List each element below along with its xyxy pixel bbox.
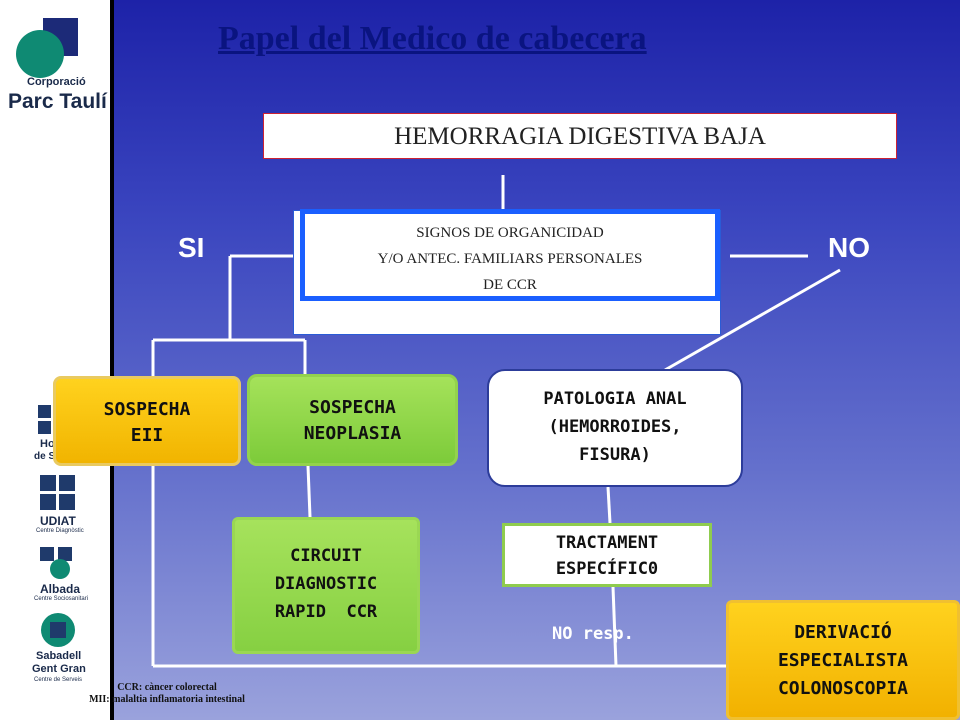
label-no-resp: NO resp. xyxy=(552,624,634,644)
parc-tauli-logo-icon xyxy=(16,18,78,78)
node-derivacio-especialista: DERIVACIÓ ESPECIALISTA COLONOSCOPIA xyxy=(726,600,960,720)
branch-label-no: NO xyxy=(828,232,870,263)
side-logo-albada: Albada xyxy=(40,582,81,596)
side-logo-albada-sub: Centre Sociosanitari xyxy=(34,596,89,602)
connector-neoplasia-to-circuit xyxy=(306,465,312,518)
neoplasia-line-1: SOSPECHA xyxy=(309,397,396,418)
circuit-line-2: DIAGNOSTIC xyxy=(274,574,378,594)
tractament-line-2: ESPECÍFIC0 xyxy=(555,559,659,579)
eii-line-2: EII xyxy=(130,425,164,446)
node-patologia-anal: PATOLOGIA ANAL (HEMORROIDES, FISURA) xyxy=(487,369,743,487)
connector-tractament-to-derivacio xyxy=(611,586,618,667)
side-logo-gent-gran: Gent Gran xyxy=(32,663,86,675)
circuit-line-1: CIRCUIT xyxy=(290,546,362,566)
node-sospecha-eii: SOSPECHA EII xyxy=(53,376,241,466)
side-logo-udiat-sub: Centre Diagnòstic xyxy=(36,528,84,534)
tractament-line-1: TRACTAMENT xyxy=(555,533,659,553)
neoplasia-line-2: NEOPLASIA xyxy=(303,423,402,444)
albada-logo-icon xyxy=(40,547,72,579)
footnote-mii: MII: malaltia inflamatoria intestinal xyxy=(89,694,245,705)
side-logo-sabadell-sub: Centre de Serveis xyxy=(34,677,83,683)
udiat-logo-icon xyxy=(40,475,75,510)
footnote-ccr: CCR: càncer colorectal xyxy=(117,682,217,693)
logo-sidebar: Corporació Parc Taulí Ho de Sa UDIAT Cen… xyxy=(0,0,110,720)
connector-no-to-patologia xyxy=(664,268,841,372)
logo-line2: Parc Taulí xyxy=(8,90,107,113)
side-logo-sabadell: Sabadell xyxy=(36,650,82,662)
node-signos-background xyxy=(293,210,721,335)
patologia-line-3: FISURA) xyxy=(579,445,651,465)
branch-label-si: SI xyxy=(178,232,205,263)
signos-line-3: DE CCR xyxy=(483,277,537,293)
patologia-line-1: PATOLOGIA ANAL xyxy=(543,389,687,409)
sabadell-gent-gran-logo-icon xyxy=(41,613,75,647)
node-sospecha-neoplasia: SOSPECHA NEOPLASIA xyxy=(247,374,458,466)
signos-line-2: Y/O ANTEC. FAMILIARS PERSONALES xyxy=(377,251,643,267)
node-circuit-diagnostic: CIRCUIT DIAGNOSTIC RAPID CCR xyxy=(232,517,420,654)
node-tractament-especific: TRACTAMENT ESPECÍFIC0 xyxy=(502,523,712,587)
derivacio-line-3: COLONOSCOPIA xyxy=(777,678,909,699)
signos-line-1: SIGNOS DE ORGANICIDAD xyxy=(416,225,604,241)
node-hemorragia-digestiva-baja: HEMORRAGIA DIGESTIVA BAJA xyxy=(263,113,897,159)
derivacio-line-1: DERIVACIÓ xyxy=(794,622,892,643)
side-logo-ho-sub: de Sa xyxy=(34,451,61,462)
connector-patologia-to-tractament xyxy=(606,486,612,524)
derivacio-line-2: ESPECIALISTA xyxy=(777,650,909,671)
patologia-line-2: (HEMORROIDES, xyxy=(548,417,682,437)
sidebar-divider xyxy=(110,0,114,720)
side-logo-udiat: UDIAT xyxy=(40,514,76,528)
eii-line-1: SOSPECHA xyxy=(103,399,191,420)
page-title: Papel del Medico de cabecera xyxy=(218,20,647,57)
logo-line1: Corporació xyxy=(27,76,86,88)
circuit-line-3: RAPID CCR xyxy=(274,602,378,622)
node-signos-organicidad: SIGNOS DE ORGANICIDAD Y/O ANTEC. FAMILIA… xyxy=(300,209,720,301)
side-logo-ho: Ho xyxy=(40,438,55,450)
